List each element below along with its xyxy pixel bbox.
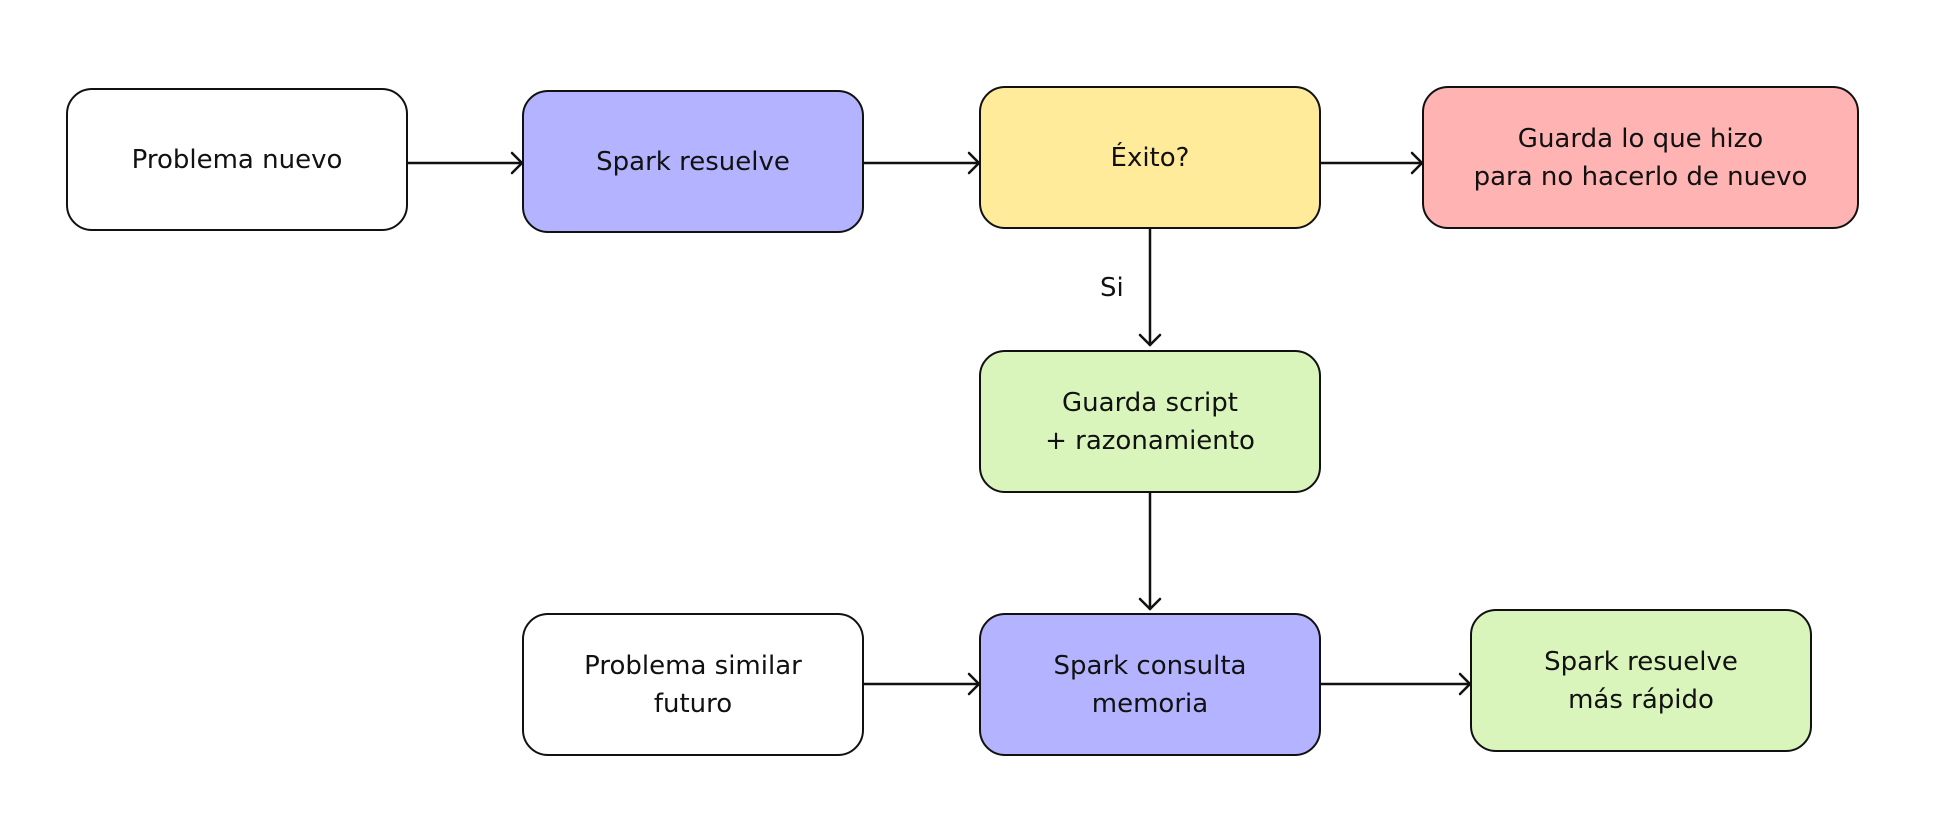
- edge-label-si: Si: [1100, 273, 1124, 303]
- arrowhead-5: [1138, 597, 1162, 611]
- node-guarda-script: Guarda script + razonamiento: [979, 350, 1321, 493]
- node-label: Guarda script + razonamiento: [1045, 387, 1255, 456]
- node-label: Guarda lo que hizo para no hacerlo de nu…: [1473, 123, 1808, 192]
- node-label: Spark resuelve: [596, 146, 790, 177]
- node-guarda-lo-que-hizo: Guarda lo que hizo para no hacerlo de nu…: [1422, 86, 1859, 229]
- node-label: Problema nuevo: [131, 144, 343, 175]
- node-problema-nuevo: Problema nuevo: [66, 88, 408, 231]
- node-problema-similar-futuro: Problema similar futuro: [522, 613, 864, 756]
- arrowhead-4: [1138, 333, 1162, 347]
- node-label: Éxito?: [1110, 142, 1190, 173]
- node-label: Problema similar futuro: [584, 650, 802, 719]
- node-spark-resuelve-mas-rapido: Spark resuelve más rápido: [1470, 609, 1812, 752]
- node-label: Spark resuelve más rápido: [1544, 646, 1738, 715]
- node-exito: Éxito?: [979, 86, 1321, 229]
- node-label: Spark consulta memoria: [1053, 650, 1247, 719]
- node-spark-resuelve: Spark resuelve: [522, 90, 864, 233]
- node-spark-consulta-memoria: Spark consulta memoria: [979, 613, 1321, 756]
